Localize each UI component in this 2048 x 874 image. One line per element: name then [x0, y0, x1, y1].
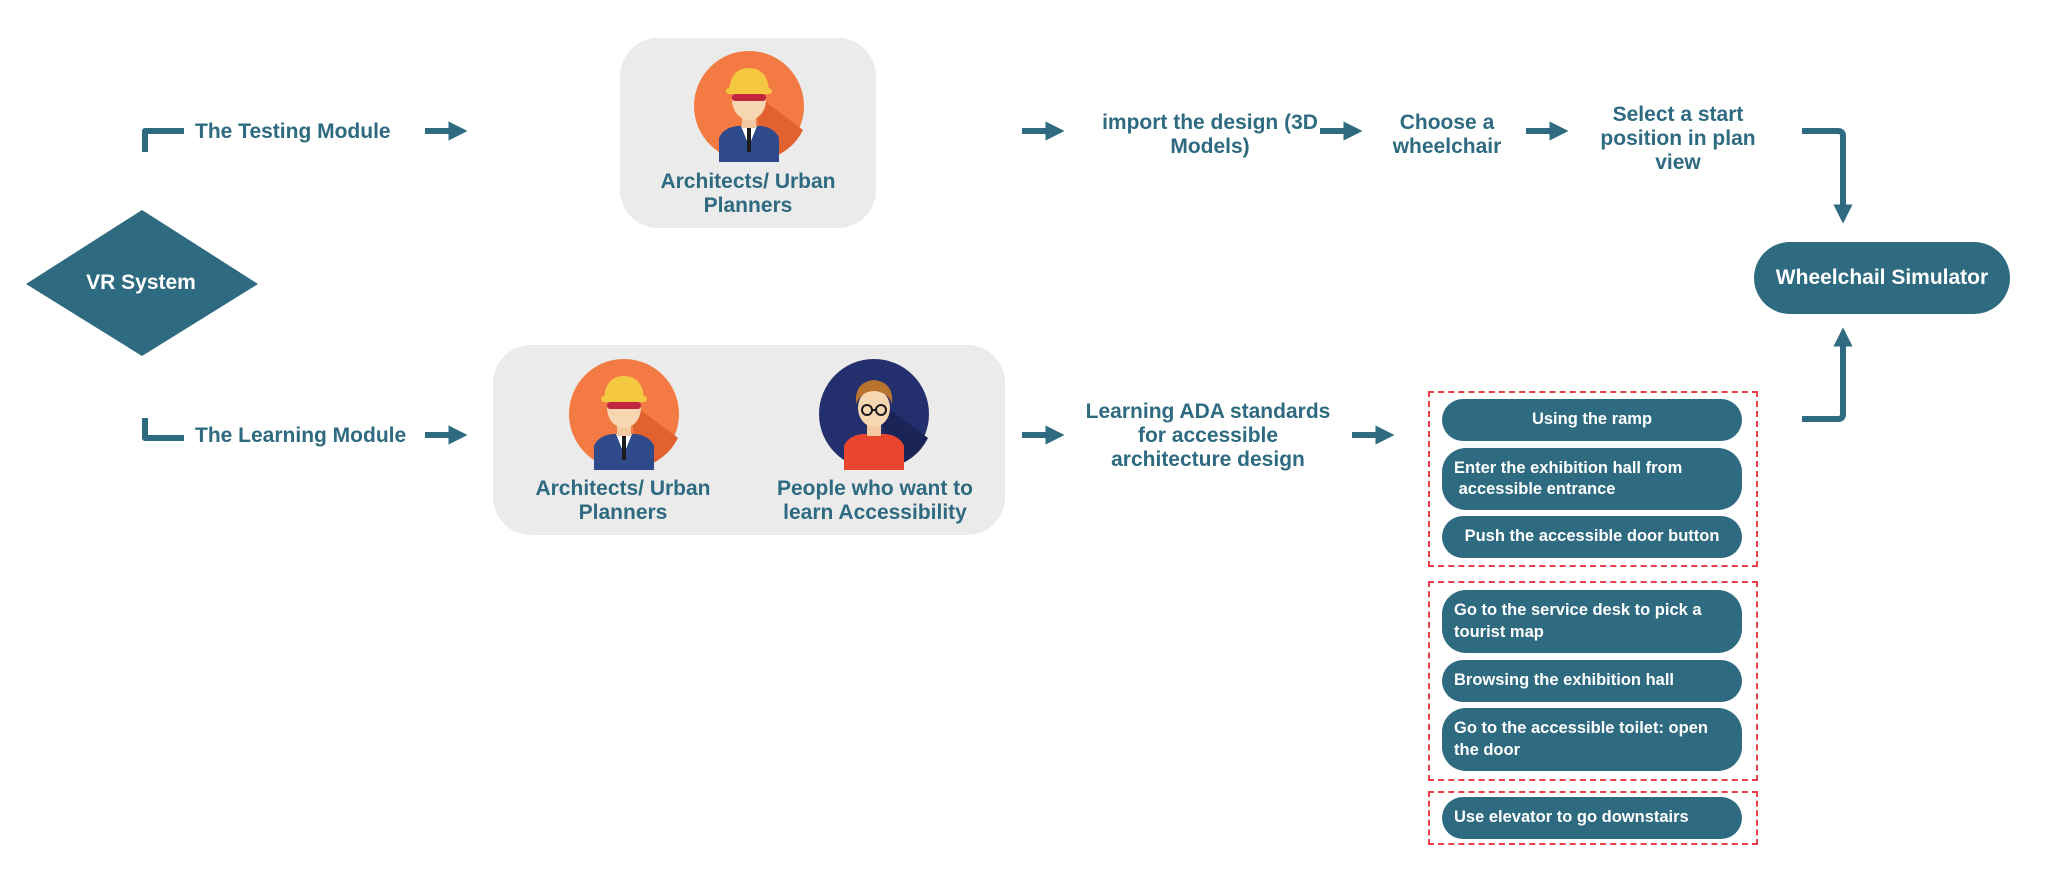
task-browse-exhibition: Browsing the exhibition hall	[1442, 660, 1742, 702]
testing-module-label: The Testing Module	[195, 120, 391, 143]
wheelchair-simulator-node: Wheelchail Simulator	[1754, 242, 2010, 314]
task-group-2	[1428, 581, 1758, 781]
task-service-desk: Go to the service desk to pick a tourist…	[1442, 590, 1742, 653]
branch-connector-testing	[142, 128, 184, 152]
task-enter-exhibition-hall: Enter the exhibition hall from accessibl…	[1442, 448, 1742, 510]
architect-avatar-icon	[694, 51, 804, 162]
architect-avatar-icon	[569, 359, 679, 470]
step-select-start-position: Select a start position in plan view	[1600, 103, 1756, 175]
step-choose-wheelchair: Choose a wheelchair	[1392, 111, 1502, 159]
learner-avatar-icon	[819, 359, 929, 470]
testing-persona-label: Architects/ Urban Planners	[660, 170, 836, 218]
step-learning-ada: Learning ADA standards for accessible ar…	[1085, 400, 1331, 472]
learning-persona1-label: Architects/ Urban Planners	[535, 477, 711, 525]
learning-persona2-label: People who want to learn Accessibility	[776, 477, 973, 525]
task-push-door-button: Push the accessible door button	[1442, 516, 1742, 558]
task-group-1	[1428, 391, 1758, 567]
arrow-down-icon	[1802, 128, 1853, 224]
step-import-design: import the design (3D Models)	[1102, 111, 1318, 159]
arrow-up-icon	[1802, 327, 1853, 422]
learning-module-label: The Learning Module	[195, 424, 407, 447]
task-use-elevator: Use elevator to go downstairs	[1442, 797, 1742, 839]
task-using-ramp: Using the ramp	[1442, 399, 1742, 441]
branch-connector-learning	[142, 418, 184, 441]
vr-system-label: VR System	[86, 271, 196, 294]
task-accessible-toilet: Go to the accessible toilet: open the do…	[1442, 708, 1742, 771]
task-group-3	[1428, 791, 1758, 845]
